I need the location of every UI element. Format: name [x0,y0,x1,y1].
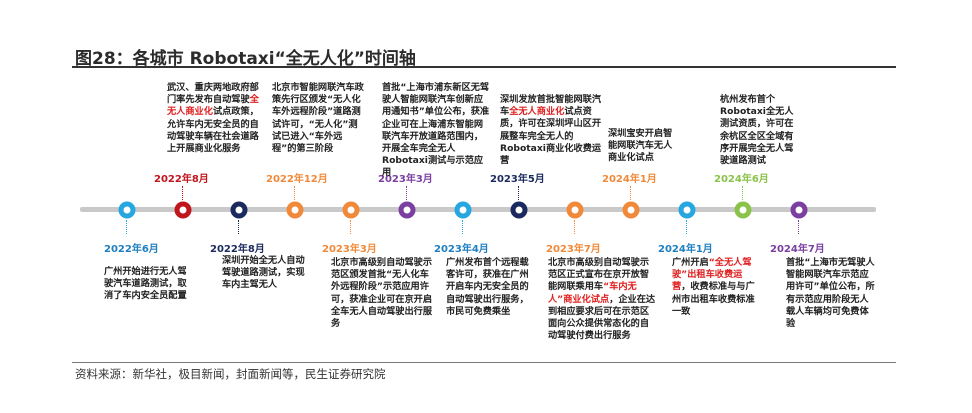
timeline-connector [574,220,575,234]
event-text: 武汉、重庆两地政府部门率先发布自动驾驶 [167,82,259,106]
timeline-connector [630,186,631,200]
timeline-connector [798,220,799,234]
timeline-dot [734,201,752,219]
timeline-connector [742,186,743,200]
title-divider [72,66,896,68]
event-date: 2024年1月 [658,244,713,255]
event-description: 深圳发放首批智能网联汽车全无人商业化试点资质，许可在深圳坪山区开展整车完全无人的… [500,94,604,167]
timeline-dot [510,201,528,219]
event-text: 北京市高级别自动驾驶示范区颁发首批“无人化车外远程阶段”示范应用许可，获准企业可… [331,257,433,330]
event-description: 杭州发布首个Robotaxi全无人测试资质，许可在余杭区全区全域有序开展完全无人… [720,94,800,167]
event-description: 深圳宝安开启智能网联汽车无人商业化试点 [608,128,678,165]
timeline-connector [462,220,463,234]
timeline-dot [118,201,136,219]
event-description: 武汉、重庆两地政府部门率先发布自动驾驶全无人商业化试点政策，允许车内无安全员的自… [167,82,259,155]
event-date: 2023年5月 [490,174,545,185]
event-date: 2024年1月 [602,174,657,185]
timeline-dot [230,201,248,219]
timeline-dot [398,201,416,219]
timeline-connector [126,220,127,234]
event-date: 2023年7月 [546,244,601,255]
timeline-connector [238,220,239,234]
event-text: 广州开始进行无人驾驶汽车道路测试，取消了车内安全员配置 [104,266,187,302]
event-text: 试点政策，允许车内无安全员的自动驾驶车辆在社会道路上开展商业化服务 [167,106,259,155]
timeline-connector [350,220,351,234]
event-date: 2023年3月 [322,244,377,255]
event-text: 首批“上海市无驾驶人智能网联汽车示范应用许可”单位公布，所有示范应用阶段无人载人… [786,257,875,330]
timeline-connector [406,186,407,200]
event-description: 深圳开始全无人自动驾驶道路测试，实现车内主驾无人 [222,255,306,292]
event-date: 2022年8月 [154,174,209,185]
event-text: 深圳发放首批智能网联汽车 [500,94,602,118]
timeline-dot [622,201,640,219]
event-text: 北京市高级别自动驾驶示范区正式宣布在京开放智能网联乘用车 [548,257,650,293]
timeline-dot [342,201,360,219]
event-text: ，企业在达到相应要求后可在示范区面向公众提供常态化的自动驾驶付费出行服务 [548,293,656,342]
event-description: 北京市高级别自动驾驶示范区颁发首批“无人化车外远程阶段”示范应用许可，获准企业可… [331,257,433,330]
event-text: 杭州发布首个Robotaxi全无人测试资质，许可在余杭区全区全域有序开展完全无人… [720,94,794,167]
event-description: 广州开启“全无人驾驶”出租车收费运营，收费标准与与广州市出租车收费标准一致 [672,257,756,318]
timeline-connector [294,186,295,200]
event-description: 广州开始进行无人驾驶汽车道路测试，取消了车内安全员配置 [104,266,190,303]
event-date: 2023年3月 [378,174,433,185]
event-description: 首批“上海市无驾驶人智能网联汽车示范应用许可”单位公布，所有示范应用阶段无人载人… [786,257,876,330]
event-description: 北京市智能网联汽车政策先行区颁发“无人化车外远程阶段”道路测试许可，“无人化”测… [272,82,366,155]
timeline-dot [566,201,584,219]
event-text: 北京市智能网联汽车政策先行区颁发“无人化车外远程阶段”道路测试许可，“无人化”测… [272,82,364,155]
highlight-text: “车内无人”商业化试点 [548,281,637,305]
event-description: 首批“上海市浦东新区无驾驶人智能网联汽车创新应用通知书”单位公布，获准企业可在上… [382,82,492,180]
timeline-dot [678,201,696,219]
timeline-axis [80,207,876,212]
figure-title: 图28：各城市 Robotaxi“全无人化”时间轴 [75,49,416,69]
event-text: 试点资质，许可在深圳坪山区开展整车完全无人的Robotaxi商业化收费运营 [500,106,602,167]
timeline-dot [790,201,808,219]
timeline-connector [686,220,687,234]
event-date: 2022年8月 [210,244,265,255]
event-text: 广州发布首个远程载客许可，获准在广州开启车内无安全员的自动驾驶出行服务，市民可免… [446,257,529,317]
event-text: 广州开启 [672,257,709,268]
event-description: 北京市高级别自动驾驶示范区正式宣布在京开放智能网联乘用车“车内无人”商业化试点，… [548,257,658,342]
event-date: 2024年7月 [770,244,825,255]
event-date: 2022年12月 [266,174,328,185]
timeline-connector [182,186,183,200]
timeline-dot [286,201,304,219]
highlight-text: 全无人商业化 [509,106,565,118]
event-text: 深圳开始全无人自动驾驶道路测试，实现车内主驾无人 [222,255,305,291]
event-date: 2023年4月 [434,244,489,255]
timeline-dot [454,201,472,219]
highlight-text: “全无人驾驶”出租车收费运营 [672,257,752,293]
event-date: 2024年6月 [714,174,769,185]
source-note: 资料来源：新华社，极目新闻，封面新闻等，民生证券研究院 [75,367,386,381]
timeline-connector [518,186,519,200]
event-date: 2022年6月 [104,244,159,255]
event-text: ，收费标准与与广州市出租车收费标准一致 [672,281,755,317]
timeline-dot [174,201,192,219]
event-text: 深圳宝安开启智能网联汽车无人商业化试点 [608,128,673,164]
footer-divider [72,362,896,363]
event-description: 广州发布首个远程载客许可，获准在广州开启车内无安全员的自动驾驶出行服务，市民可免… [446,257,534,318]
event-text: 首批“上海市浦东新区无驾驶人智能网联汽车创新应用通知书”单位公布，获准企业可在上… [382,82,490,179]
highlight-text: 全无人商业化 [167,94,259,118]
